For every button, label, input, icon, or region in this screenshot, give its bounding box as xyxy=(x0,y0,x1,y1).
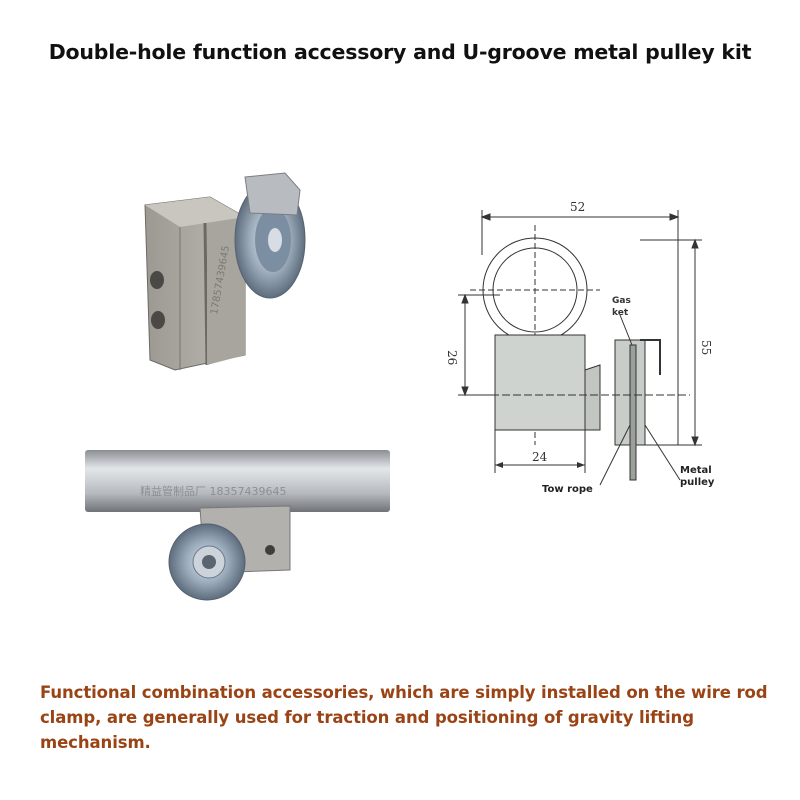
dim-width-total: 52 xyxy=(570,200,585,214)
label-metal-pulley-1: Metal xyxy=(680,465,712,476)
rod-pulley-photo: 精益管制品厂 18357439645 xyxy=(85,450,390,601)
dim-height-body: 26 xyxy=(445,350,459,365)
clamp-pulley-photo: 17857439645 xyxy=(144,172,306,371)
dim-width-body: 24 xyxy=(532,450,548,464)
page-title: Double-hole function accessory and U-gro… xyxy=(48,40,752,64)
photo-bottom-watermark: 精益管制品厂 18357439645 xyxy=(140,484,286,498)
label-metal-pulley-2: pulley xyxy=(680,477,715,488)
label-tow-rope: Tow rope xyxy=(542,484,593,495)
label-gasket-2: ket xyxy=(612,308,629,318)
label-gasket-1: Gas xyxy=(612,296,631,306)
technical-drawing: 52 26 55 24 Gas ket Tow rope Metal pulle… xyxy=(445,200,715,495)
dim-height-total: 55 xyxy=(699,340,713,355)
product-description: Functional combination accessories, whic… xyxy=(40,683,768,752)
